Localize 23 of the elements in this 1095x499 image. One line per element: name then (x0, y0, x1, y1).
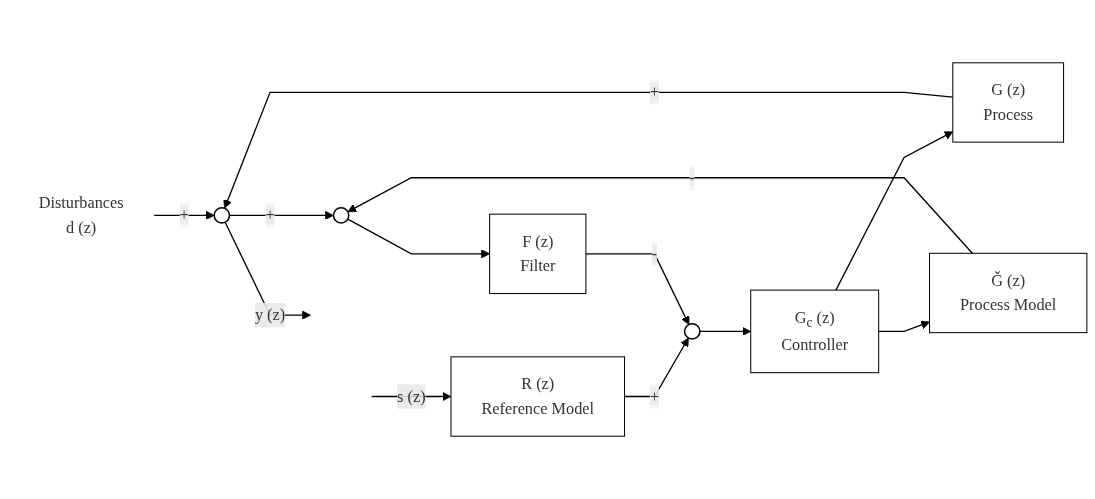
edge-label: + (649, 83, 660, 101)
node-text: Disturbances d (z) (38, 194, 124, 236)
node-box: F (z) Filter (489, 213, 587, 295)
arrow (228, 210, 334, 220)
node-circle (332, 207, 350, 224)
edge-label: - (651, 244, 658, 262)
arrow (347, 177, 973, 254)
arrow (347, 218, 490, 259)
edge-label: - (689, 168, 695, 186)
edge-label: + (179, 206, 189, 224)
edge-label: s (z) (397, 387, 426, 405)
arrow (878, 320, 930, 333)
edge-label: + (265, 206, 275, 224)
node-box: G (z) Process (952, 62, 1065, 143)
arrow (153, 210, 215, 220)
arrow (585, 253, 690, 325)
node-box: G$_{c}$ (z) Controller (750, 289, 880, 374)
node-circle (683, 323, 701, 340)
node-box: Ǧ (z) Process Model (929, 252, 1088, 334)
edge-label: y (z) (254, 305, 286, 324)
edge-label: + (649, 387, 660, 405)
node-circle (213, 207, 231, 224)
node-box: R (z) Reference Model (450, 356, 626, 437)
